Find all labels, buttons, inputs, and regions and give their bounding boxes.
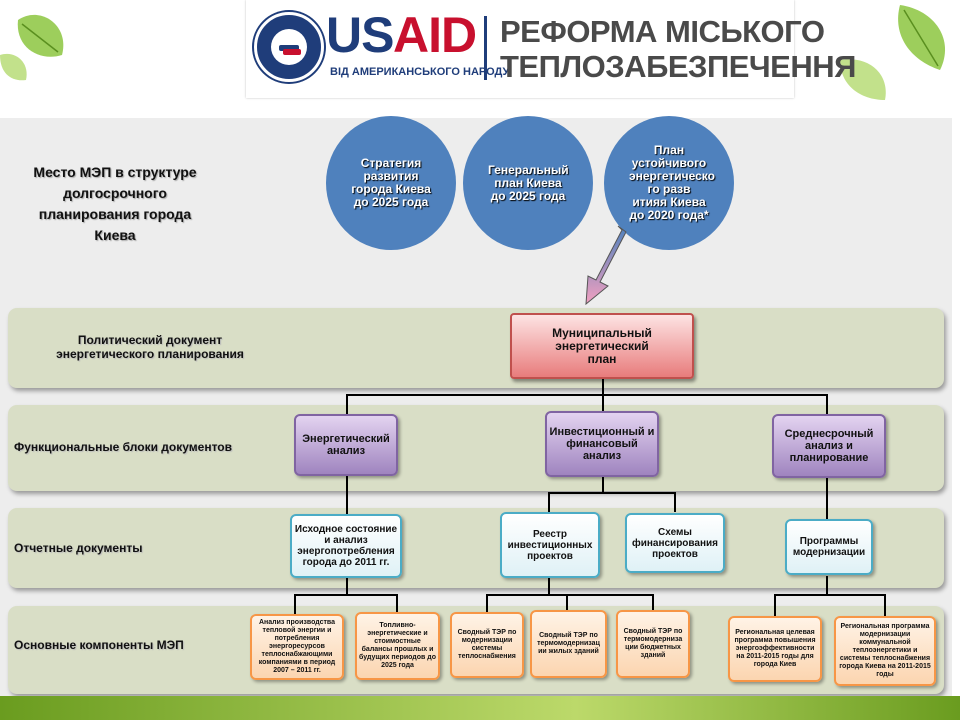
band-reports-label: Отчетные документы xyxy=(14,541,143,555)
band-political-label: Политический документ энергетического пл… xyxy=(56,333,244,361)
circle-strategy: Стратегия развития города Киева до 2025 … xyxy=(326,116,456,250)
connector xyxy=(346,394,828,396)
leaf-decoration-left xyxy=(0,14,64,81)
energy-analysis-box: Энергетический анализ xyxy=(294,414,398,476)
connector xyxy=(396,594,398,612)
component-box: Сводный ТЭР по термомодерниза ции бюджет… xyxy=(616,610,690,678)
connector xyxy=(294,594,296,614)
connector xyxy=(774,594,776,616)
connector xyxy=(652,594,654,610)
component-box: Сводный ТЭР по термомодернизац ии жилых … xyxy=(530,610,607,678)
modernization-programs-box: Программы модернизации xyxy=(785,519,873,575)
component-box: Топливно-энергетические и стоимостные ба… xyxy=(355,612,440,680)
connector xyxy=(294,594,398,596)
connector xyxy=(486,594,488,612)
connector xyxy=(602,476,604,492)
connector xyxy=(884,594,886,616)
down-arrow-icon xyxy=(585,225,627,306)
circle-sustainable-plan: План устойчивого энергетическо го разв и… xyxy=(604,116,734,250)
connector xyxy=(346,394,348,414)
connector xyxy=(602,378,604,394)
leaf-decoration-right xyxy=(840,5,946,100)
investment-analysis-box: Инвестиционный и финансовый анализ xyxy=(545,411,659,477)
project-registry-box: Реестр инвестиционных проектов xyxy=(500,512,600,578)
component-box: Сводный ТЭР по модернизации системы тепл… xyxy=(450,612,524,678)
usaid-seal-icon xyxy=(254,12,324,82)
connector xyxy=(548,492,550,512)
connector xyxy=(826,576,828,594)
connector xyxy=(346,576,348,594)
connector xyxy=(346,474,348,514)
municipal-energy-plan-box: Муниципальный энергетический план xyxy=(510,313,694,379)
circle-strategy-text: Стратегия развития города Киева до 2025 … xyxy=(351,156,431,209)
project-title-line2: ТЕПЛОЗАБЕЗПЕЧЕННЯ xyxy=(500,49,856,84)
band-political xyxy=(8,308,944,388)
connector xyxy=(674,492,676,512)
midterm-planning-box: Среднесрочный анализ и планирование xyxy=(772,414,886,478)
connector xyxy=(486,594,654,596)
usaid-logo-banner: US AID ВІД АМЕРИКАНСЬКОГО НАРОДУ РЕФОРМА… xyxy=(246,0,856,98)
component-box: Анализ производства тепловой энергии и п… xyxy=(250,614,344,680)
connector xyxy=(826,394,828,414)
project-title-line1: РЕФОРМА МІСЬКОГО xyxy=(500,14,825,49)
logo-subtitle: ВІД АМЕРИКАНСЬКОГО НАРОДУ xyxy=(330,66,510,78)
connector xyxy=(548,492,676,494)
project-title: РЕФОРМА МІСЬКОГО ТЕПЛОЗАБЕЗПЕЧЕННЯ xyxy=(500,14,856,84)
connector xyxy=(774,594,886,596)
band-functional-label: Функциональные блоки документов xyxy=(14,440,232,454)
component-box: Региональная целевая программа повышения… xyxy=(728,616,822,682)
connector xyxy=(826,476,828,520)
logo-us: US xyxy=(326,7,394,63)
financing-schemes-box: Схемы финансирования проектов xyxy=(625,513,725,573)
connector xyxy=(548,578,550,594)
baseline-report-box: Исходное состояние и анализ энергопотреб… xyxy=(290,514,402,578)
connector xyxy=(566,594,568,610)
logo-aid: AID xyxy=(393,7,477,63)
connector xyxy=(602,394,604,412)
circle-general-plan-text: Генеральный план Киева до 2025 года xyxy=(488,162,569,203)
bottom-decorative-bar xyxy=(0,696,960,720)
circle-sustainable-plan-text: План устойчивого энергетическо го разв и… xyxy=(629,143,715,222)
slide-title: Место МЭП в структуре долгосрочного план… xyxy=(33,164,197,243)
circle-general-plan: Генеральный план Киева до 2025 года xyxy=(463,116,593,250)
logo-divider xyxy=(484,16,487,80)
band-components-label: Основные компоненты МЭП xyxy=(14,638,184,652)
component-box: Региональная программа модернизации комм… xyxy=(834,616,936,686)
